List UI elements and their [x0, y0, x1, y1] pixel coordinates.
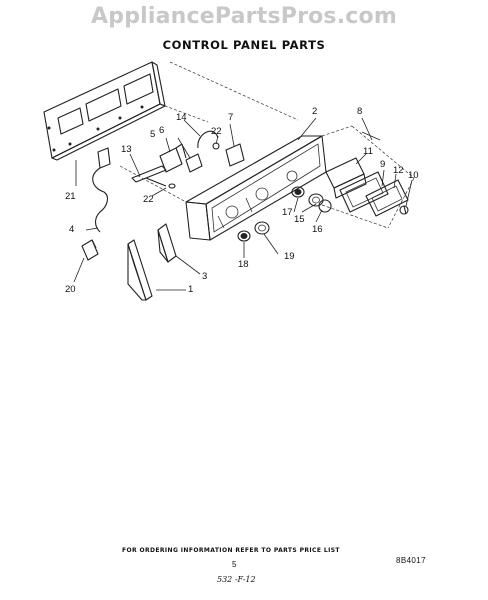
callout-19: 19	[284, 251, 295, 262]
bracket-parts	[131, 165, 176, 189]
callout-12: 12	[393, 165, 404, 176]
callout-3: 3	[202, 271, 208, 282]
assembly-guide-lines	[119, 61, 415, 229]
knob-parts	[237, 186, 332, 242]
callout-21: 21	[65, 191, 76, 202]
drawing-code: 8B4017	[396, 556, 426, 565]
callout-4: 4	[69, 224, 75, 235]
callout-9: 9	[380, 159, 386, 170]
callout-2: 2	[312, 106, 318, 117]
callout-1: 1	[188, 284, 194, 295]
switch-parts	[159, 130, 245, 173]
callout-6: 6	[159, 125, 165, 136]
callout-11: 11	[363, 146, 373, 157]
callout-8: 8	[357, 106, 363, 117]
side-bracket-parts	[127, 223, 177, 301]
callout-17: 17	[282, 207, 293, 218]
handwritten-note: 532 -F-12	[217, 575, 256, 584]
callout-leader-lines	[73, 117, 413, 291]
ordering-note: FOR ORDERING INFORMATION REFER TO PARTS …	[122, 547, 340, 554]
back-panel-part	[43, 61, 166, 161]
callout-13: 13	[121, 144, 132, 155]
clip-part	[81, 239, 99, 261]
page-number: 5	[232, 560, 237, 569]
callout-20: 20	[65, 284, 76, 295]
callout-14: 14	[176, 112, 187, 123]
callout-10: 10	[408, 170, 419, 181]
callout-7: 7	[228, 112, 234, 123]
timer-assembly-part	[325, 157, 409, 217]
callout-18: 18	[238, 259, 249, 270]
site-watermark: AppliancePartsPros.com	[91, 4, 397, 29]
callout-15: 15	[294, 214, 305, 225]
callout-22-upper: 22	[211, 126, 222, 137]
diagram-title: CONTROL PANEL PARTS	[162, 38, 326, 52]
callout-5: 5	[150, 129, 156, 140]
wire-harness-part	[92, 147, 111, 233]
callout-16: 16	[312, 224, 323, 235]
callout-22-lower: 22	[143, 194, 154, 205]
